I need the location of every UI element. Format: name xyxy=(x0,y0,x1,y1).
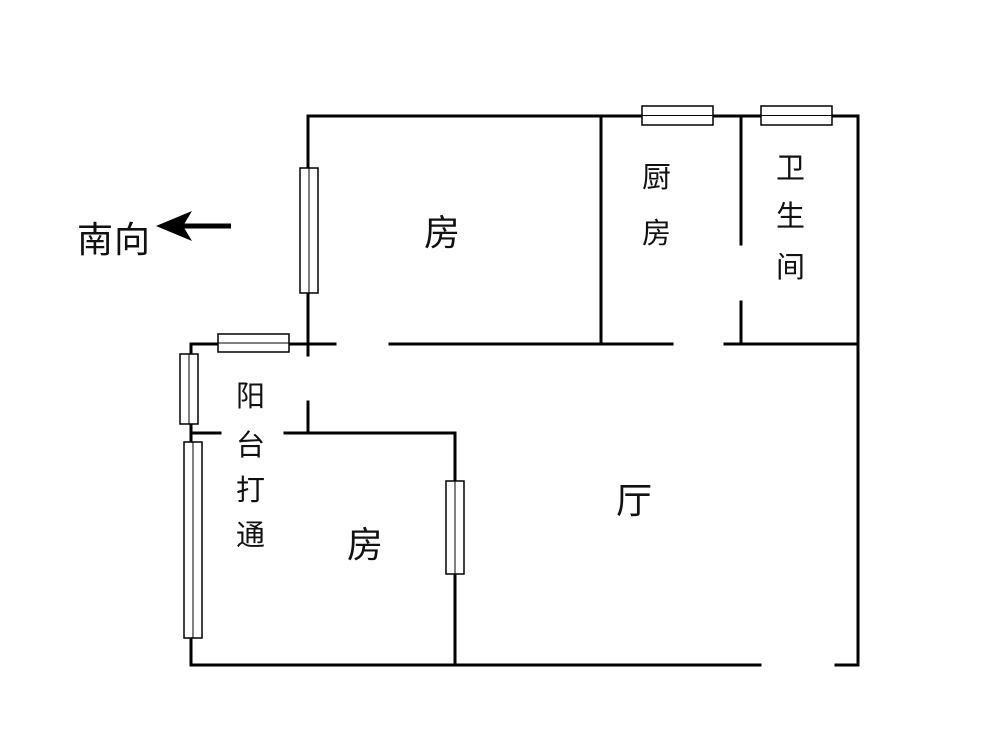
window-kitchen xyxy=(641,105,714,126)
window-bathroom xyxy=(760,105,833,126)
walls xyxy=(189,114,860,667)
direction-indicator: 南 向 xyxy=(77,211,231,261)
label-balcony-char-3: 打 xyxy=(236,473,265,507)
window-balcony-top xyxy=(217,333,290,353)
label-bathroom-char-2: 生 xyxy=(776,199,805,233)
label-bathroom-char-1: 卫 xyxy=(776,151,805,185)
label-balcony-char-4: 通 xyxy=(236,518,265,552)
label-bathroom: 卫 生 间 xyxy=(776,151,805,284)
label-balcony-char-1: 阳 xyxy=(236,379,265,413)
label-bedroom-top: 房 xyxy=(424,213,460,254)
window-balcony-left-upper xyxy=(179,353,199,425)
label-kitchen: 厨 房 xyxy=(642,160,671,250)
arrow-left-icon xyxy=(156,211,231,241)
windows xyxy=(179,105,833,639)
direction-char-2: 向 xyxy=(114,220,150,261)
window-bedroom-bottom xyxy=(445,480,465,575)
label-balcony: 阳 台 打 通 xyxy=(236,379,265,552)
label-bathroom-char-3: 间 xyxy=(776,250,805,284)
direction-char-1: 南 xyxy=(77,220,113,261)
label-kitchen-char-1: 厨 xyxy=(642,160,671,194)
label-bedroom-bottom: 房 xyxy=(347,525,383,566)
window-bedroom-top xyxy=(299,167,319,294)
label-kitchen-char-2: 房 xyxy=(642,216,671,250)
label-living-room: 厅 xyxy=(616,481,652,522)
window-balcony-left-lower xyxy=(183,441,203,639)
label-balcony-char-2: 台 xyxy=(236,428,265,462)
